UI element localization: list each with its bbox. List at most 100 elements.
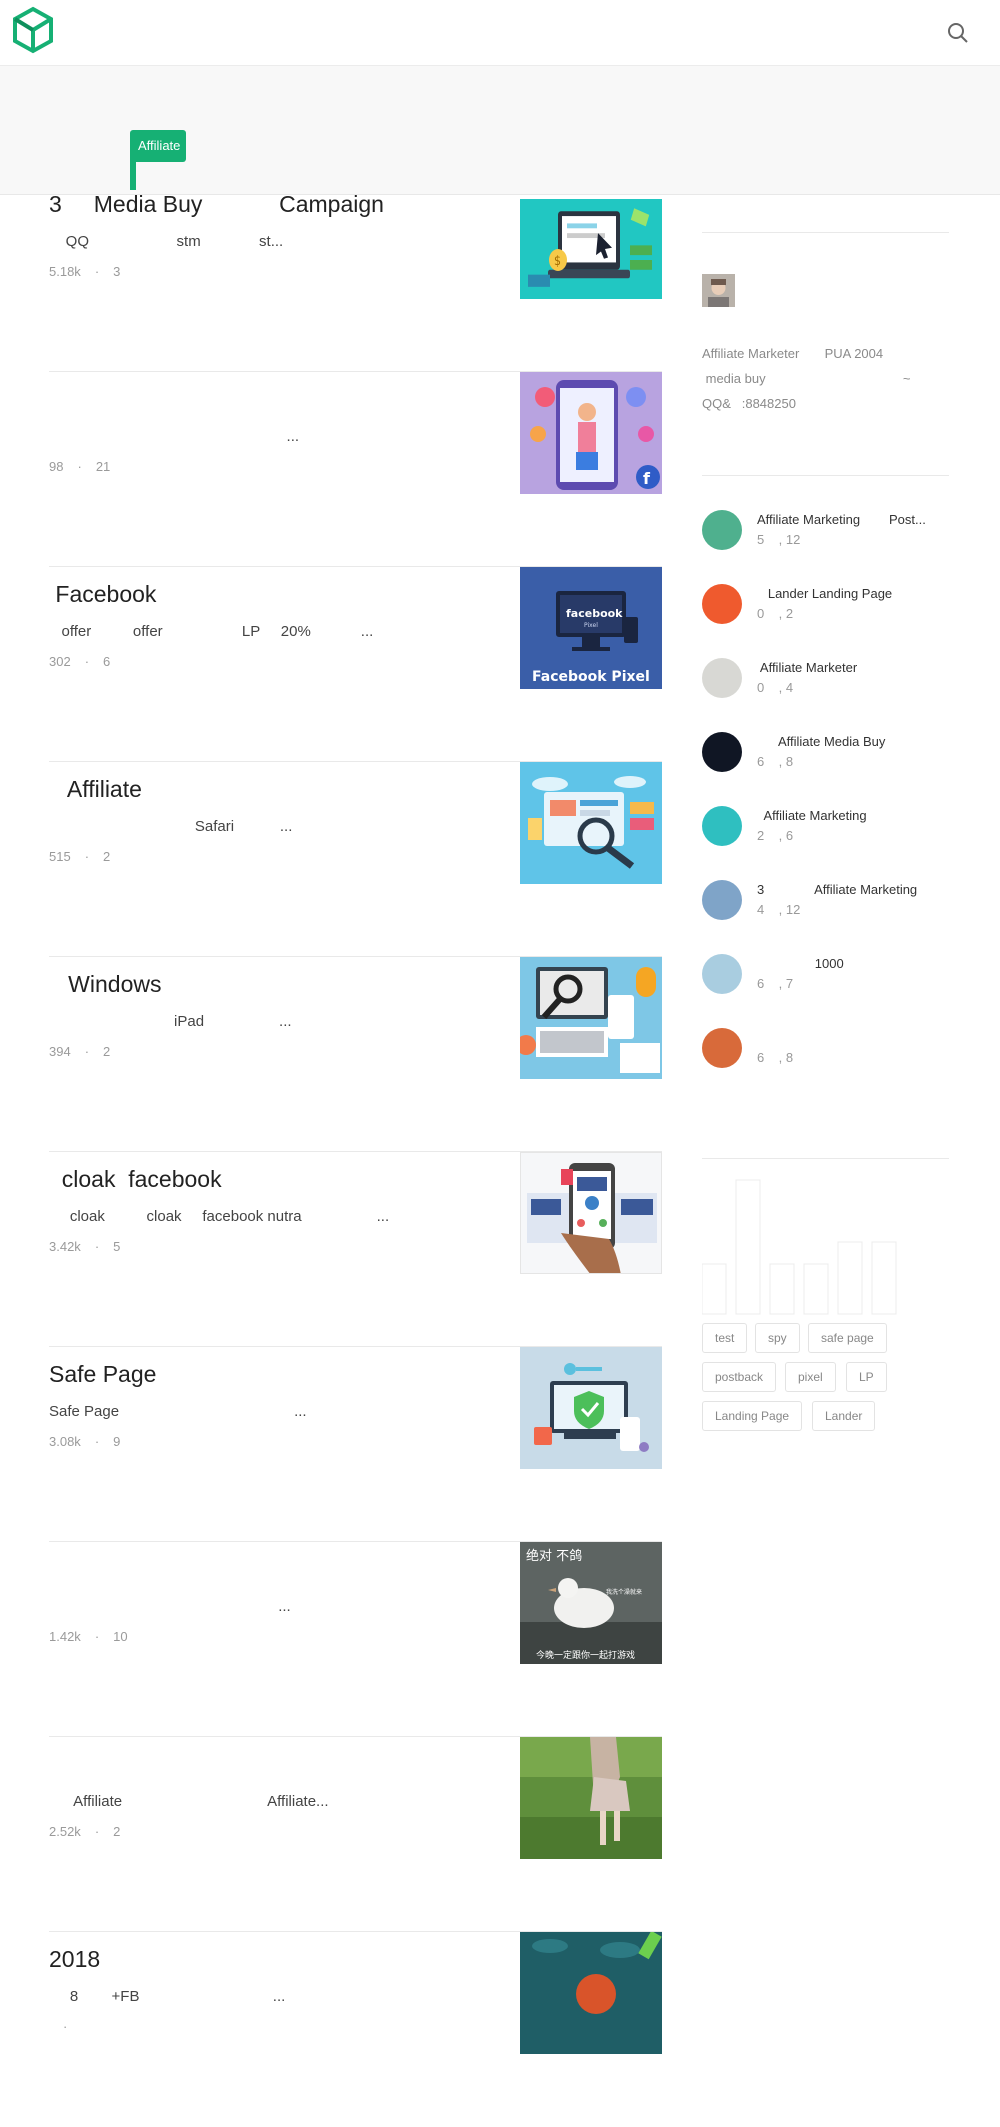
author-bio-line-1: Affiliate Marketer PUA 2004 bbox=[702, 346, 884, 361]
social-media-phone-illustration: f bbox=[520, 372, 662, 494]
divider bbox=[49, 1736, 662, 1737]
article-thumbnail[interactable] bbox=[520, 762, 662, 884]
article-comments: 2 bbox=[113, 1824, 121, 1839]
author-bio-line-2: media buy ~ bbox=[702, 371, 911, 386]
facebook-word: facebook bbox=[566, 607, 623, 620]
related-post-stats: 6 , 8 bbox=[757, 754, 794, 769]
related-post-item[interactable]: 1000 6 , 7 bbox=[702, 954, 949, 998]
article-title[interactable]: 2018 bbox=[49, 1946, 101, 1972]
article-thumbnail[interactable] bbox=[520, 957, 662, 1079]
post-thumbnail-icon bbox=[702, 1028, 742, 1068]
post-thumbnail-icon bbox=[702, 510, 742, 550]
related-post-title: Affiliate Marketer bbox=[757, 660, 858, 675]
search-icon[interactable] bbox=[946, 21, 970, 45]
post-thumbnail-icon bbox=[702, 584, 742, 624]
related-post-item[interactable]: Affiliate Marketing 2 , 6 bbox=[702, 806, 949, 850]
money-cartoon-image bbox=[520, 1932, 662, 2054]
tag-button[interactable]: spy bbox=[755, 1323, 800, 1353]
related-post-item[interactable]: Lander Landing Page 0 , 2 bbox=[702, 584, 949, 628]
article-item[interactable]: 3 Media Buy Campaign QQ stm st... 5.18k·… bbox=[49, 177, 662, 372]
article-meta: 98·21 bbox=[49, 459, 111, 474]
article-item[interactable]: Safe Page Safe Page ... 3.08k·9 bbox=[49, 1347, 662, 1542]
article-title[interactable]: cloak facebook bbox=[49, 1166, 222, 1192]
related-post-stats: 0 , 2 bbox=[757, 606, 794, 621]
article-title[interactable]: 3 Media Buy Campaign bbox=[49, 191, 384, 217]
article-comments: 3 bbox=[113, 264, 121, 279]
article-views: 2.52k bbox=[49, 1824, 81, 1839]
tag-button[interactable]: LP bbox=[846, 1362, 887, 1392]
article-thumbnail[interactable]: f bbox=[520, 372, 662, 494]
grass-photo-image bbox=[520, 1737, 662, 1859]
category-badge[interactable]: Affiliate bbox=[130, 130, 186, 162]
article-comments: 2 bbox=[103, 1044, 111, 1059]
related-post-item[interactable]: Affiliate Marketer 0 , 4 bbox=[702, 658, 949, 702]
related-post-item[interactable]: Affiliate Marketing Post... 5 , 12 bbox=[702, 510, 949, 554]
article-views: 1.42k bbox=[49, 1629, 81, 1644]
tag-button[interactable]: Lander bbox=[812, 1401, 876, 1431]
article-meta: · bbox=[63, 2019, 68, 2034]
related-post-item[interactable]: 3 Affiliate Marketing 4 , 12 bbox=[702, 880, 949, 924]
related-post-item[interactable]: 6 , 8 bbox=[702, 1028, 949, 1072]
cube-logo-icon[interactable] bbox=[12, 6, 54, 54]
post-thumbnail-icon bbox=[702, 806, 742, 846]
related-post-stats: 0 , 4 bbox=[757, 680, 794, 695]
article-meta: 5.18k·3 bbox=[49, 264, 121, 279]
article-excerpt: Safari ... bbox=[49, 818, 293, 835]
article-views: 302 bbox=[49, 654, 71, 669]
pigeon-meme-image: 绝对 不鸽 我洗个澡就来 今晚一定跟你一起打游戏 bbox=[520, 1542, 662, 1664]
article-item[interactable]: Windows iPad ... 394·2 bbox=[49, 957, 662, 1152]
tag-button[interactable]: test bbox=[702, 1323, 748, 1353]
article-comments: 9 bbox=[113, 1434, 121, 1449]
article-views: 394 bbox=[49, 1044, 71, 1059]
post-thumbnail-icon bbox=[702, 658, 742, 698]
article-meta: 2.52k·2 bbox=[49, 1824, 121, 1839]
tag-button[interactable]: pixel bbox=[785, 1362, 836, 1392]
article-thumbnail[interactable]: 绝对 不鸽 我洗个澡就来 今晚一定跟你一起打游戏 bbox=[520, 1542, 662, 1664]
related-post-title: Affiliate Media Buy bbox=[757, 734, 886, 749]
article-item[interactable]: Facebook offer offer LP 20% ... 302·6 fa… bbox=[49, 567, 662, 762]
tag-button[interactable]: safe page bbox=[808, 1323, 887, 1353]
article-thumbnail[interactable]: $ bbox=[520, 199, 662, 299]
svg-text:$: $ bbox=[554, 253, 561, 268]
facebook-pixel-illustration: facebook Pixel Facebook Pixel bbox=[520, 567, 662, 689]
article-thumbnail[interactable] bbox=[520, 1152, 662, 1274]
related-post-item[interactable]: Affiliate Media Buy 6 , 8 bbox=[702, 732, 949, 776]
tag-button[interactable]: postback bbox=[702, 1362, 777, 1392]
post-thumbnail-icon bbox=[702, 880, 742, 920]
article-meta: 515·2 bbox=[49, 849, 111, 864]
article-thumbnail[interactable] bbox=[520, 1347, 662, 1469]
article-item[interactable]: ... 1.42k·10 绝对 不鸽 我洗个澡就来 今晚一定跟你一起打游戏 bbox=[49, 1542, 662, 1737]
article-item[interactable]: cloak facebook cloak cloak facebook nutr… bbox=[49, 1152, 662, 1347]
divider bbox=[49, 1346, 662, 1347]
article-comments: 21 bbox=[95, 459, 111, 474]
article-meta: 1.42k·10 bbox=[49, 1629, 128, 1644]
article-thumbnail[interactable]: facebook Pixel Facebook Pixel bbox=[520, 567, 662, 689]
article-title[interactable]: Windows bbox=[49, 971, 162, 997]
author-avatar[interactable] bbox=[702, 274, 735, 307]
article-excerpt: iPad ... bbox=[49, 1013, 292, 1030]
related-post-stats: 6 , 8 bbox=[757, 1050, 794, 1065]
meme-text-top: 绝对 不鸽 bbox=[526, 1548, 582, 1564]
article-thumbnail[interactable] bbox=[520, 1932, 662, 2054]
meme-text-mid: 我洗个澡就来 bbox=[606, 1588, 642, 1596]
article-meta: 3.42k·5 bbox=[49, 1239, 121, 1254]
tag-button[interactable]: Landing Page bbox=[702, 1401, 803, 1431]
article-item[interactable]: Affiliate Safari ... 515·2 bbox=[49, 762, 662, 957]
article-title[interactable]: Affiliate bbox=[49, 776, 142, 802]
article-title[interactable]: Facebook bbox=[49, 581, 157, 607]
related-post-title: Affiliate Marketing bbox=[757, 808, 867, 823]
article-comments: 5 bbox=[113, 1239, 121, 1254]
sidebar-divider bbox=[702, 232, 949, 233]
article-item[interactable]: ... 98·21 f bbox=[49, 372, 662, 567]
article-item[interactable]: 2018 8 +FB ... · bbox=[49, 1932, 662, 2127]
related-post-stats: 4 , 12 bbox=[757, 902, 801, 917]
related-post-stats: 2 , 6 bbox=[757, 828, 794, 843]
article-excerpt: ... bbox=[49, 428, 300, 445]
related-post-title: 3 Affiliate Marketing bbox=[757, 882, 918, 897]
post-thumbnail-icon bbox=[702, 732, 742, 772]
meme-text-bottom: 今晚一定跟你一起打游戏 bbox=[536, 1649, 635, 1661]
article-comments: 2 bbox=[103, 849, 111, 864]
article-thumbnail[interactable] bbox=[520, 1737, 662, 1859]
article-title[interactable]: Safe Page bbox=[49, 1361, 157, 1387]
article-item[interactable]: Affiliate Affiliate... 2.52k·2 bbox=[49, 1737, 662, 1932]
